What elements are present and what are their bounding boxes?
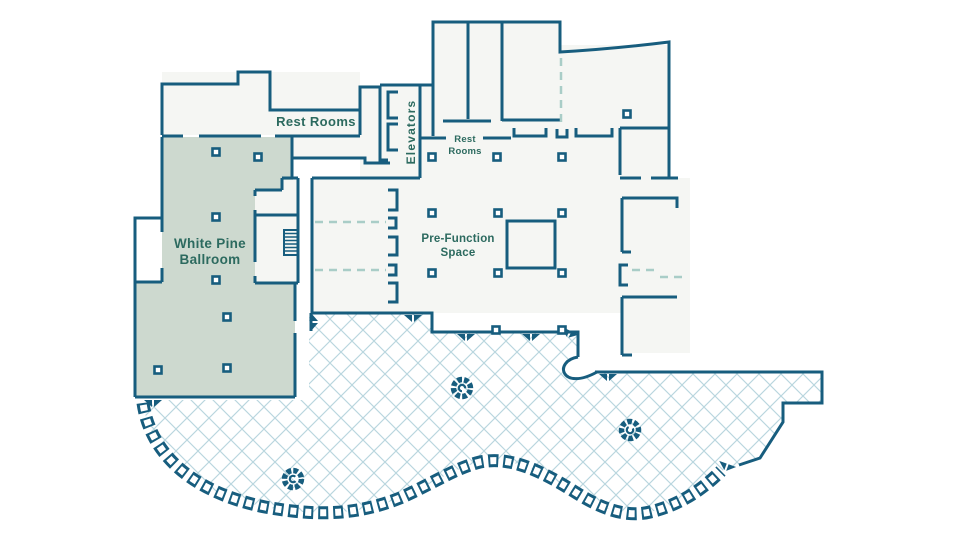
wall-top-room	[431, 20, 678, 180]
wall-terrace-edge	[309, 311, 824, 467]
wall-middle-room	[310, 176, 420, 313]
label-rest-rooms-main: Rest Rooms	[276, 114, 356, 129]
terrace-patio	[143, 313, 822, 514]
label-elevators: Elevators	[404, 100, 418, 165]
wall-elevator-shaft	[380, 83, 433, 178]
label-ballroom-line1: White Pine	[174, 236, 246, 251]
label-rest-rooms-small-line1: Rest	[454, 134, 476, 145]
label-pre-function-line1: Pre-Function	[421, 233, 494, 245]
stairs-icon	[283, 229, 299, 256]
label-rest-rooms-small-line2: Rooms	[448, 146, 481, 157]
column-marker-icons	[153, 109, 632, 375]
door-swing-brackets	[512, 128, 614, 139]
wall-prefunction-core	[505, 219, 557, 270]
wall-top-left-block	[160, 70, 390, 165]
partition-dashed-lines	[315, 58, 686, 279]
wall-right-rooms	[618, 196, 679, 357]
baluster-rail-icon	[136, 401, 726, 521]
label-pre-function-line2: Space	[441, 247, 476, 259]
walls	[133, 20, 824, 467]
label-ballroom-line2: Ballroom	[180, 252, 241, 267]
room-white-pine-ballroom[interactable]	[135, 137, 295, 397]
